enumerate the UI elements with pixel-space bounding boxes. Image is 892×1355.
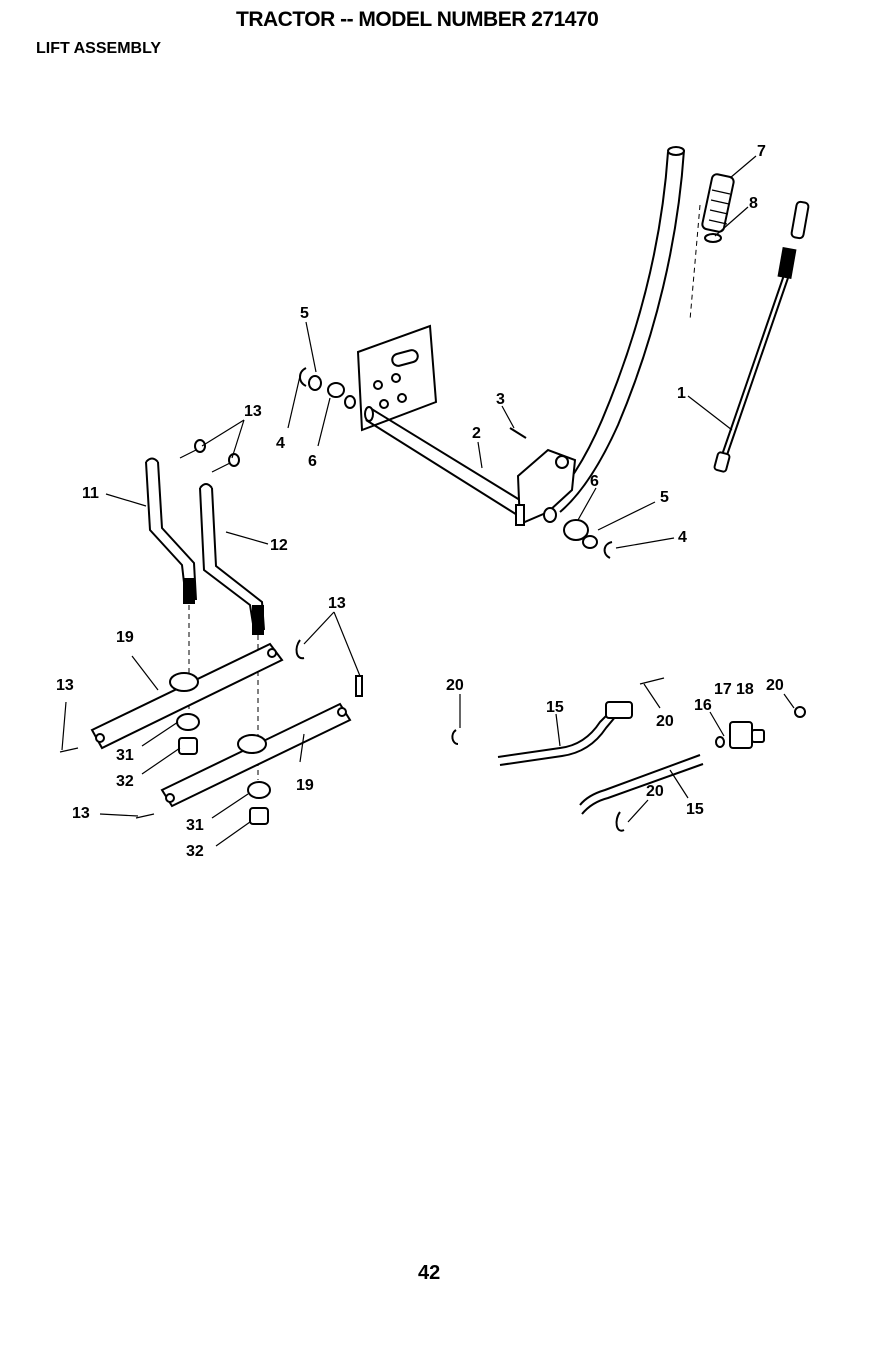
- callout-3: 3: [496, 391, 505, 408]
- page-number: 42: [418, 1262, 440, 1285]
- callout-7: 7: [757, 143, 766, 160]
- callout-13-left: 13: [56, 677, 74, 694]
- callout-11: 11: [82, 485, 99, 502]
- cotter-pin: [510, 428, 526, 438]
- lift-arm-upper: [92, 644, 282, 748]
- lift-link-left: [146, 459, 196, 605]
- callout-4-left: 4: [276, 435, 285, 452]
- grip-guide-line: [690, 205, 700, 320]
- hairpin-clips-rods: [452, 678, 805, 831]
- hairpin-clip-left: [300, 368, 306, 386]
- callout-20-left: 20: [446, 677, 464, 694]
- lift-shaft: [365, 407, 528, 518]
- callout-6-right: 6: [590, 473, 599, 490]
- callout-2: 2: [472, 425, 481, 442]
- callout-5-right: 5: [660, 489, 669, 506]
- lift-rod: [714, 201, 809, 472]
- callout-4-right: 4: [678, 529, 687, 546]
- callout-15-upper: 15: [546, 699, 564, 716]
- grip-retainer: [705, 234, 721, 242]
- callout-20-mid: 20: [656, 713, 674, 730]
- callout-19-lower: 19: [296, 777, 314, 794]
- callout-5-left: 5: [300, 305, 309, 322]
- callout-16: 16: [694, 697, 712, 714]
- leader-lines: [62, 156, 794, 846]
- trunnion-lower: [248, 782, 270, 824]
- callout-17: 17: [714, 681, 732, 698]
- trunnion-upper: [177, 714, 199, 754]
- deck-lift-rod-lower: [580, 755, 703, 814]
- callout-31-upper: 31: [116, 747, 134, 764]
- clevis-pin-upper: [180, 440, 239, 472]
- callout-1: 1: [677, 385, 686, 402]
- washer-left: [309, 376, 321, 390]
- callout-31-lower: 31: [186, 817, 204, 834]
- callout-13-arms: 13: [328, 595, 346, 612]
- washer-right: [583, 536, 597, 548]
- callout-20-lower: 20: [646, 783, 664, 800]
- bushing-left: [328, 383, 355, 408]
- callout-13-lower: 13: [72, 805, 90, 822]
- hairpin-clip-right: [605, 542, 612, 558]
- callout-20-right: 20: [766, 677, 784, 694]
- callout-8: 8: [749, 195, 758, 212]
- callout-12: 12: [270, 537, 288, 554]
- deck-lift-rod-upper: [498, 702, 632, 765]
- callout-19-upper: 19: [116, 629, 134, 646]
- callout-32-lower: 32: [186, 843, 204, 860]
- callout-18: 18: [736, 681, 754, 698]
- callout-13-upper: 13: [244, 403, 262, 420]
- callout-6-left: 6: [308, 453, 317, 470]
- callout-32-upper: 32: [116, 773, 134, 790]
- callout-15-lower: 15: [686, 801, 704, 818]
- lift-link-right: [200, 484, 264, 635]
